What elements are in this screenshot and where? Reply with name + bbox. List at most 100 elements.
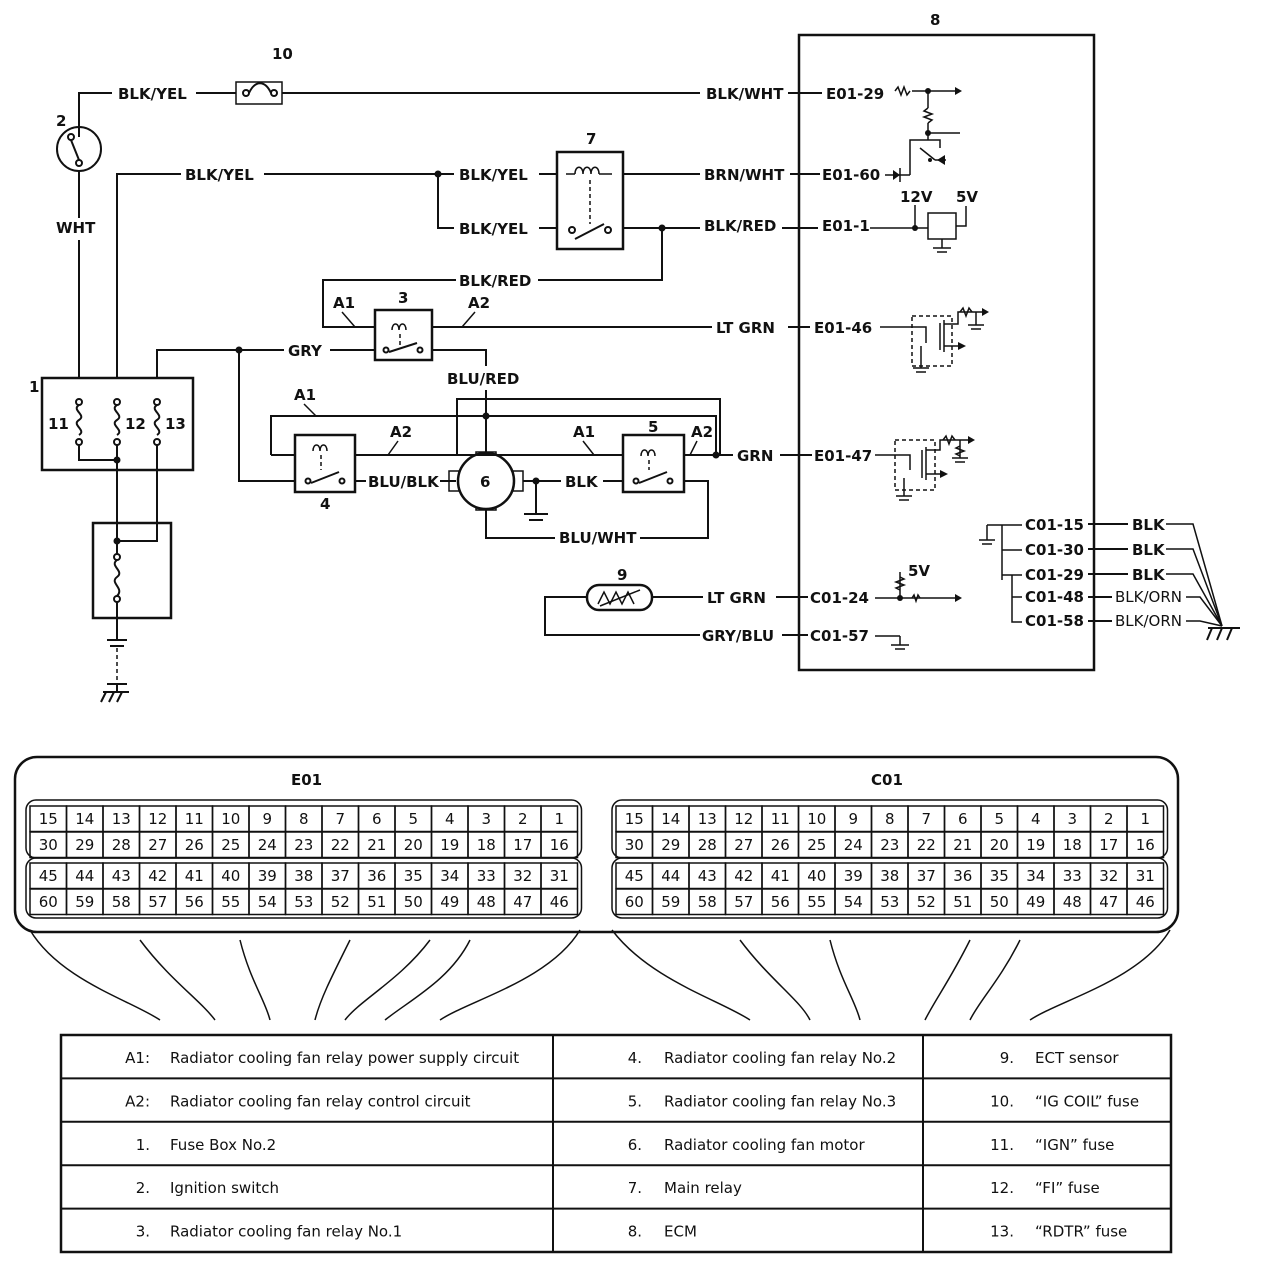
e01-pin-label: 54 <box>258 893 277 911</box>
c01-pin-label: 21 <box>953 836 972 854</box>
legend-text: “IG COIL” fuse <box>1035 1092 1139 1110</box>
fuse-10-number: 10 <box>272 45 293 63</box>
wire-label-brn-wht: BRN/WHT <box>704 166 785 184</box>
c01-pin-label: 11 <box>771 810 790 828</box>
e01-pin-label: 55 <box>221 893 240 911</box>
e01-pin-label: 14 <box>75 810 94 828</box>
legend-key: 11. <box>990 1136 1014 1154</box>
e01-pin-label: 15 <box>39 810 58 828</box>
wire-label-blk-orn-1: BLK/ORN <box>1115 588 1182 606</box>
e01-pin-label: 23 <box>294 836 313 854</box>
e01-pin-label: 13 <box>112 810 131 828</box>
c01-pin-label: 33 <box>1063 867 1082 885</box>
c01-pin-label: 30 <box>625 836 644 854</box>
wire-label-blu-wht: BLU/WHT <box>559 529 637 547</box>
wire-label-gry-blu: GRY/BLU <box>702 627 774 645</box>
c01-pin-label: 41 <box>771 867 790 885</box>
c01-pin-label: 34 <box>1026 867 1045 885</box>
e01-pin-label: 40 <box>221 867 240 885</box>
terminal-e01-60: E01-60 <box>822 166 880 184</box>
c01-pin-label: 38 <box>880 867 899 885</box>
harness-curves <box>29 929 1171 1021</box>
e01-pin-label: 35 <box>404 867 423 885</box>
c01-pin-label: 26 <box>771 836 790 854</box>
e01-pin-label: 1 <box>554 810 564 828</box>
c01-pin-label: 2 <box>1104 810 1114 828</box>
c01-pin-label: 13 <box>698 810 717 828</box>
c01-pin-label: 54 <box>844 893 863 911</box>
e01-pin-label: 57 <box>148 893 167 911</box>
e01-pin-cell <box>540 888 579 916</box>
wire-label-blk-yel-top: BLK/YEL <box>118 85 187 103</box>
e01-pin-label: 25 <box>221 836 240 854</box>
c01-pin-label: 39 <box>844 867 863 885</box>
legend-text: Radiator cooling fan relay No.3 <box>664 1092 896 1110</box>
e01-pin-label: 32 <box>513 867 532 885</box>
c01-pin-label: 45 <box>625 867 644 885</box>
relay3-a2: A2 <box>691 423 713 441</box>
terminal-c01-15: C01-15 <box>1025 516 1084 534</box>
wire-label-blk-red-2: BLK/RED <box>459 272 531 290</box>
e01-pin-label: 18 <box>477 836 496 854</box>
c01-pin-label: 59 <box>661 893 680 911</box>
e01-pin-label: 59 <box>75 893 94 911</box>
relay2-a2: A2 <box>390 423 412 441</box>
c01-pin-label: 42 <box>734 867 753 885</box>
e01-pin-label: 7 <box>335 810 345 828</box>
ecm-12v: 12V <box>900 188 933 206</box>
c01-pin-label: 40 <box>807 867 826 885</box>
legend-key: 9. <box>1000 1049 1014 1067</box>
c01-pin-label: 16 <box>1136 836 1155 854</box>
legend-key: 4. <box>628 1049 642 1067</box>
terminal-e01-1: E01-1 <box>822 217 870 235</box>
c01-pin-label: 48 <box>1063 893 1082 911</box>
c01-pin-label: 32 <box>1099 867 1118 885</box>
terminal-c01-24: C01-24 <box>810 589 869 607</box>
terminal-c01-29: C01-29 <box>1025 566 1084 584</box>
c01-pin-label: 29 <box>661 836 680 854</box>
legend-key: 2. <box>136 1179 150 1197</box>
legend-key: 12. <box>990 1179 1014 1197</box>
wire-label-blk-g3: BLK <box>1132 566 1166 584</box>
fuse-12-number: 12 <box>125 415 146 433</box>
wire-label-blk-motor: BLK <box>565 473 599 491</box>
e01-pin-label: 19 <box>440 836 459 854</box>
e01-pin-label: 34 <box>440 867 459 885</box>
legend-key: 8. <box>628 1223 642 1241</box>
legend-text: Radiator cooling fan motor <box>664 1136 865 1154</box>
c01-pin-label: 55 <box>807 893 826 911</box>
c01-pin-label: 51 <box>953 893 972 911</box>
e01-pin-label: 44 <box>75 867 94 885</box>
c01-pin-label: 49 <box>1026 893 1045 911</box>
fan-relay-1-number: 3 <box>398 289 408 307</box>
wire-label-blk-red: BLK/RED <box>704 217 776 235</box>
e01-pin-label: 22 <box>331 836 350 854</box>
wire-label-wht: WHT <box>56 219 96 237</box>
c01-pin-label: 8 <box>885 810 895 828</box>
fuse-box-number: 1 <box>29 378 39 396</box>
c01-pin-label: 43 <box>698 867 717 885</box>
fuse-box-2: 1 11 12 13 <box>29 376 195 703</box>
c01-pin-label: 47 <box>1099 893 1118 911</box>
e01-pin-label: 20 <box>404 836 423 854</box>
legend-text: “IGN” fuse <box>1035 1136 1114 1154</box>
e01-pin-label: 10 <box>221 810 240 828</box>
c01-pin-label: 15 <box>625 810 644 828</box>
e01-pin-label: 17 <box>513 836 532 854</box>
relay2-a1: A1 <box>294 386 316 404</box>
fan-relay-3-number: 5 <box>648 418 658 436</box>
e01-pin-cell <box>540 831 579 859</box>
main-relay: 7 BLK/YEL BLK/YEL BLK/YEL BRN/WHT E01-60… <box>116 130 880 398</box>
legend-text: Fuse Box No.2 <box>170 1136 276 1154</box>
ecm-box <box>797 33 1096 672</box>
c01-pin-label: 10 <box>807 810 826 828</box>
legend-key: 3. <box>136 1223 150 1241</box>
c01-pin-label: 37 <box>917 867 936 885</box>
legend-key: 13. <box>990 1223 1014 1241</box>
legend-text: Radiator cooling fan relay control circu… <box>170 1092 471 1110</box>
c01-pin-label: 53 <box>880 893 899 911</box>
ecm-number: 8 <box>930 11 940 29</box>
